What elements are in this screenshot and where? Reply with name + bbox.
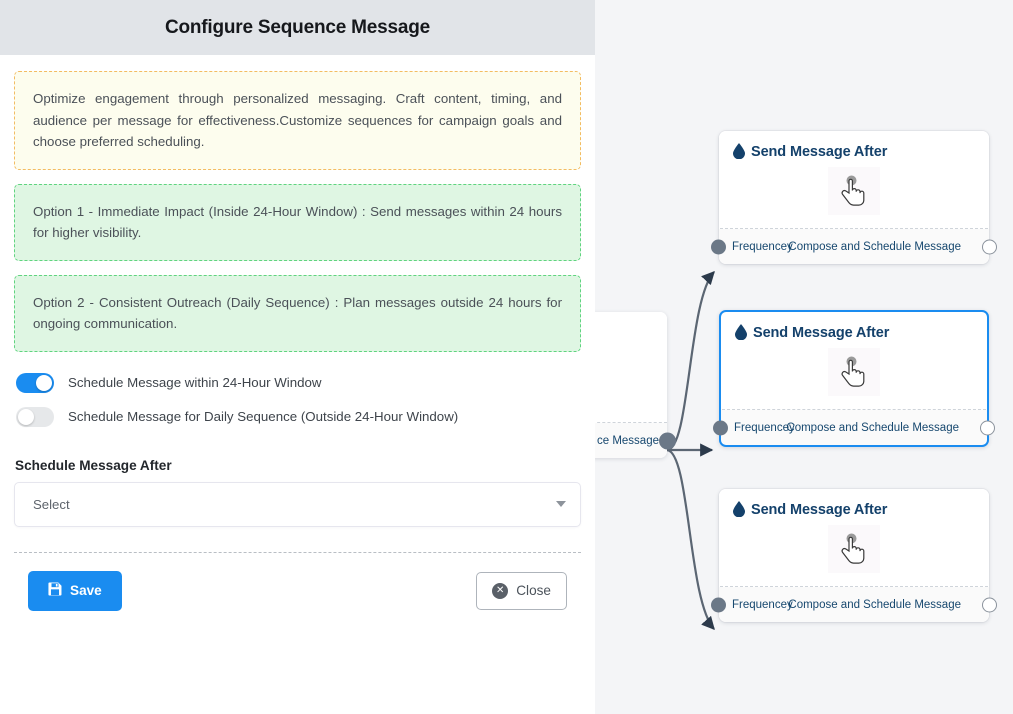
node-footer-frequency-label: Frequencey [732, 240, 793, 253]
toggle-label-daily-sequence: Schedule Message for Daily Sequence (Out… [68, 409, 459, 425]
node-footer-compose-label: Compose and Schedule Message [786, 421, 959, 434]
node-title-label: Send Message After [753, 325, 890, 341]
modal-header: Configure Sequence Message [0, 0, 595, 55]
node-footer-compose-label: Compose and Schedule Message [788, 240, 961, 253]
node-body: Send Message After [719, 131, 989, 228]
node-output-handle[interactable] [659, 432, 676, 449]
modal-body: Optimize engagement through personalized… [0, 55, 595, 611]
flow-node-send-message-after-3[interactable]: Send Message After Frequencey Compose an… [711, 489, 997, 622]
node-output-handle[interactable] [982, 597, 997, 612]
node-title-row: Send Message After [735, 324, 973, 341]
node-title-row: Send Message After [733, 501, 975, 518]
info-callout-option-2: Option 2 - Consistent Outreach (Daily Se… [14, 274, 581, 352]
toggle-knob [36, 374, 52, 391]
page-title: Configure Sequence Message [164, 16, 431, 38]
node-footer: Frequencey Compose and Schedule Message [711, 587, 997, 622]
hand-pointer-icon [828, 348, 880, 396]
node-footer: ce Message [592, 423, 676, 458]
modal-footer: Save ✕ Close [14, 553, 581, 611]
node-content-area [733, 518, 975, 580]
save-button[interactable]: Save [28, 570, 122, 611]
toggle-switch-within-24-hour[interactable] [16, 372, 54, 393]
footer-divider [14, 551, 581, 553]
droplet-icon [735, 324, 747, 341]
node-footer: Frequencey Compose and Schedule Message [711, 229, 997, 264]
node-footer-compose-label: Compose and Schedule Message [788, 598, 961, 611]
close-circle-icon: ✕ [492, 582, 509, 599]
close-button-label: Close [516, 583, 551, 599]
toggle-knob [18, 408, 34, 425]
node-footer-frequency-label: Frequencey [734, 421, 795, 434]
configure-sequence-message-modal: Configure Sequence Message Optimize enga… [0, 0, 595, 714]
node-divider [722, 409, 986, 410]
node-divider [720, 586, 988, 587]
schedule-message-after-select[interactable]: Select [14, 481, 581, 527]
node-input-handle[interactable] [711, 239, 726, 254]
close-button[interactable]: ✕ Close [476, 571, 567, 610]
node-footer-compose-label: ce Message [596, 434, 659, 447]
node-content-area [735, 341, 973, 403]
flow-node-source-partial[interactable]: ce Message [592, 312, 676, 458]
floppy-save-icon [48, 582, 62, 599]
node-divider [592, 422, 667, 423]
info-callout-option-1: Option 1 - Immediate Impact (Inside 24-H… [14, 183, 581, 261]
flow-node-send-message-after-2[interactable]: Send Message After Frequencey Compose an… [713, 310, 995, 447]
node-output-handle[interactable] [980, 420, 995, 435]
node-content-area [733, 160, 975, 222]
node-footer: Frequencey Compose and Schedule Message [713, 410, 995, 445]
node-input-handle[interactable] [713, 420, 728, 435]
info-callout-intro: Optimize engagement through personalized… [14, 71, 581, 170]
droplet-icon [733, 501, 745, 518]
node-title-label: Send Message After [751, 144, 888, 160]
node-output-handle[interactable] [982, 239, 997, 254]
node-divider [720, 228, 988, 229]
node-title-label: Send Message After [751, 502, 888, 518]
select-value: Select [33, 496, 70, 512]
droplet-icon [733, 143, 745, 160]
node-title-row: Send Message After [733, 143, 975, 160]
node-input-handle[interactable] [711, 597, 726, 612]
toggle-switch-daily-sequence[interactable] [16, 406, 54, 427]
toggle-label-within-24-hour: Schedule Message within 24-Hour Window [68, 375, 322, 391]
node-body: Send Message After [721, 312, 987, 409]
hand-pointer-icon [828, 167, 880, 215]
chevron-down-icon[interactable] [556, 501, 566, 508]
save-button-label: Save [70, 583, 102, 599]
node-body [592, 312, 667, 422]
flow-node-send-message-after-1[interactable]: Send Message After Frequencey Compose an… [711, 131, 997, 264]
node-body: Send Message After [719, 489, 989, 586]
node-footer-frequency-label: Frequencey [732, 598, 793, 611]
schedule-message-after-label: Schedule Message After [15, 457, 172, 473]
hand-pointer-icon [828, 525, 880, 573]
toggle-row-within-24-hour[interactable]: Schedule Message within 24-Hour Window [16, 366, 581, 400]
toggle-row-daily-sequence[interactable]: Schedule Message for Daily Sequence (Out… [16, 400, 581, 434]
